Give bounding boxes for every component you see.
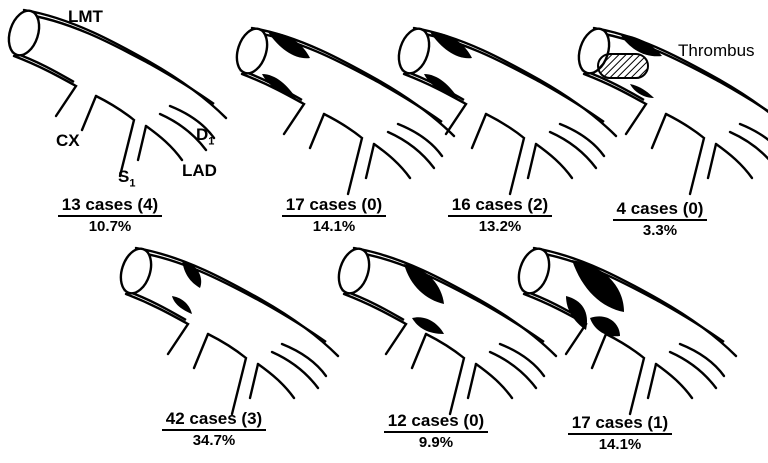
lad-inner bbox=[468, 364, 476, 398]
lad-inner bbox=[366, 144, 374, 178]
panel-2-count: 17 cases (0) bbox=[282, 196, 386, 217]
panel-6-percent: 9.9% bbox=[376, 433, 496, 451]
lesion-lower bbox=[412, 317, 444, 334]
panel-5-count: 42 cases (3) bbox=[162, 410, 266, 431]
lesion-lower bbox=[172, 296, 192, 314]
s1-branch bbox=[666, 114, 704, 194]
vessel-panel-7 bbox=[514, 245, 736, 414]
s1-branch bbox=[324, 114, 362, 194]
panel-5-stats: 42 cases (3) 34.7% bbox=[152, 410, 276, 449]
d1-branch bbox=[730, 132, 768, 168]
lower-wall bbox=[194, 334, 208, 368]
lad-outer bbox=[716, 144, 752, 178]
lad-outer bbox=[476, 364, 512, 398]
panel-3-count: 16 cases (2) bbox=[448, 196, 552, 217]
panel-1-stats: 13 cases (4) 10.7% bbox=[50, 196, 170, 235]
thrombus-hatch bbox=[598, 54, 648, 78]
trunk-outline bbox=[342, 252, 544, 342]
vessel-panel-5 bbox=[116, 245, 338, 414]
panel-2-percent: 14.1% bbox=[274, 217, 394, 235]
panel-4-percent: 3.3% bbox=[600, 221, 720, 239]
lower-wall bbox=[310, 114, 324, 148]
vessel-panel-1 bbox=[4, 7, 226, 176]
lad-outer bbox=[656, 364, 692, 398]
panel-5-percent: 34.7% bbox=[152, 431, 276, 449]
label-thrombus: Thrombus bbox=[678, 42, 755, 59]
panel-7-stats: 17 cases (1) 14.1% bbox=[560, 414, 680, 453]
lad-outer bbox=[146, 126, 182, 160]
lad-inner bbox=[708, 144, 716, 178]
lower-wall bbox=[592, 334, 606, 368]
s1-branch bbox=[486, 114, 524, 194]
s1-branch bbox=[96, 96, 134, 176]
lad-inner bbox=[138, 126, 146, 160]
lmt-ostium bbox=[334, 245, 375, 297]
panel-4-count: 4 cases (0) bbox=[613, 200, 708, 221]
trunk-outline bbox=[522, 252, 724, 342]
panel-2-stats: 17 cases (0) 14.1% bbox=[274, 196, 394, 235]
lower-wall bbox=[412, 334, 426, 368]
label-lad: LAD bbox=[182, 162, 217, 179]
panel-7-percent: 14.1% bbox=[560, 435, 680, 453]
label-d1: D1 bbox=[196, 126, 214, 147]
lad-inner bbox=[528, 144, 536, 178]
lad-inner bbox=[250, 364, 258, 398]
lower-wall bbox=[82, 96, 96, 130]
lad-outer bbox=[374, 144, 410, 178]
panel-1-percent: 10.7% bbox=[50, 217, 170, 235]
lad-outer bbox=[258, 364, 294, 398]
lesion-right bbox=[590, 316, 620, 336]
panel-6-stats: 12 cases (0) 9.9% bbox=[376, 412, 496, 451]
lmt-ostium bbox=[514, 245, 555, 297]
lad-outer bbox=[536, 144, 572, 178]
panel-7-count: 17 cases (1) bbox=[568, 414, 672, 435]
panel-1-count: 13 cases (4) bbox=[58, 196, 162, 217]
lmt-ostium bbox=[116, 245, 157, 297]
trunk-outline bbox=[124, 252, 326, 342]
panel-3-stats: 16 cases (2) 13.2% bbox=[440, 196, 560, 235]
label-lmt: LMT bbox=[68, 8, 103, 25]
lmt-ostium bbox=[232, 25, 273, 77]
panel-3-percent: 13.2% bbox=[440, 217, 560, 235]
label-cx: CX bbox=[56, 132, 80, 149]
s1-branch bbox=[208, 334, 246, 414]
label-s1: S1 bbox=[118, 168, 135, 189]
s1-branch bbox=[606, 334, 644, 414]
trunk-outline bbox=[12, 14, 214, 104]
s1-branch bbox=[426, 334, 464, 414]
panel-4-stats: 4 cases (0) 3.3% bbox=[600, 200, 720, 239]
lad-inner bbox=[648, 364, 656, 398]
panel-6-count: 12 cases (0) bbox=[384, 412, 488, 433]
lower-wall bbox=[652, 114, 666, 148]
lower-wall bbox=[472, 114, 486, 148]
lmt-ostium bbox=[394, 25, 435, 77]
